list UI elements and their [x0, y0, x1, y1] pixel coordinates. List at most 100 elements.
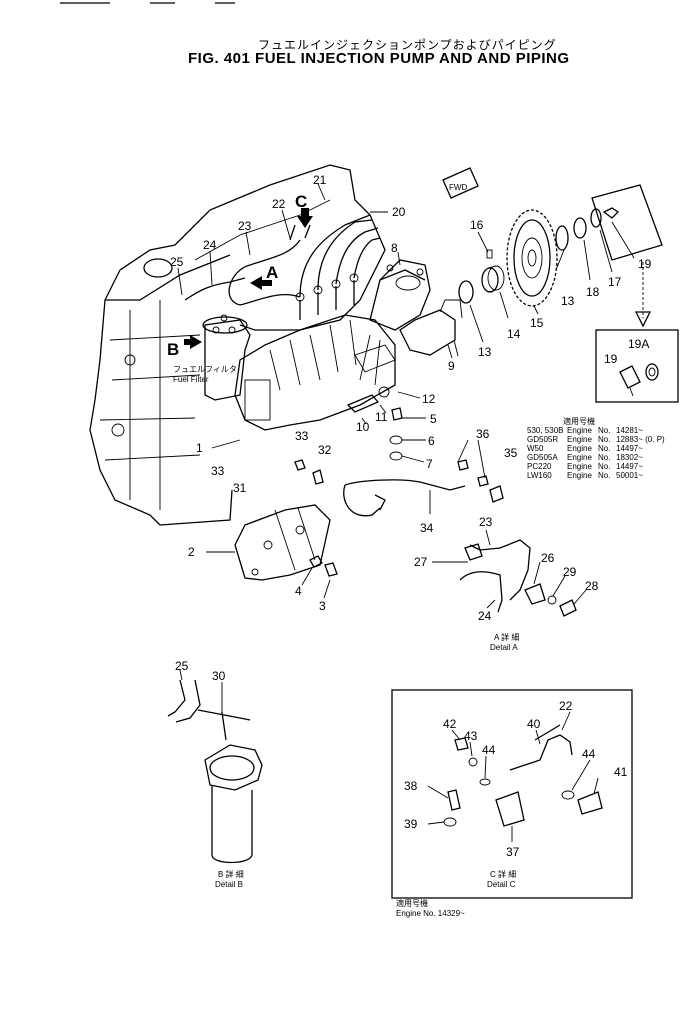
part-5: 5 [430, 412, 437, 426]
serial-number: 18302~ [616, 453, 643, 462]
fuel-filter-label: Fuel Filter [173, 375, 209, 384]
serial-table-heading: 適用号機 [563, 416, 595, 426]
part-number-labels: 20 21 22 23 24 25 8 16 9 13 14 15 13 18 … [170, 173, 652, 859]
view-arrow-b: B [167, 335, 202, 359]
part-13-a: 13 [478, 345, 492, 359]
serial-engine-label: Engine [567, 462, 592, 471]
detail-c-part-42: 42 [443, 717, 457, 731]
detail-c-part-22: 22 [559, 699, 573, 713]
detail-c-part-44-a: 44 [482, 743, 496, 757]
serial-model: LW160 [527, 471, 552, 480]
serial-row: GD505A Engine No. 18302~ [527, 453, 643, 462]
part-1: 1 [196, 441, 203, 455]
fasteners [294, 386, 504, 503]
serial-engine-label: Engine [567, 444, 592, 453]
part-19-box [591, 184, 663, 328]
part-23: 23 [238, 219, 252, 233]
part-20: 20 [392, 205, 406, 219]
detail-c-part-39: 39 [404, 817, 418, 831]
part-22: 22 [272, 197, 286, 211]
detail-b-part-30: 30 [212, 669, 226, 683]
detail-b-caption-jp: B 詳 細 [218, 869, 244, 879]
part-32: 32 [318, 443, 332, 457]
detail-c-part-41: 41 [614, 765, 628, 779]
serial-no-label: No. [598, 471, 610, 480]
serial-number: 14281~ [616, 426, 643, 435]
part-24: 24 [203, 238, 217, 252]
serial-model: W50 [527, 444, 544, 453]
part-19: 19 [638, 257, 652, 271]
detail-a-part-23: 23 [479, 515, 493, 529]
serial-no-label: No. [598, 426, 610, 435]
part-14: 14 [507, 327, 521, 341]
part-4: 4 [295, 584, 302, 598]
part-11: 11 [375, 410, 388, 424]
detail-a-caption: Detail A [490, 643, 518, 652]
part-6: 6 [428, 434, 435, 448]
detail-a-caption-jp: A 詳 細 [494, 632, 519, 642]
view-a-label: A [266, 263, 278, 282]
part-21: 21 [313, 173, 327, 187]
detail-b-filter [167, 679, 263, 864]
detail-a-part-24: 24 [478, 609, 492, 623]
air-compressor [359, 259, 463, 386]
serial-row: GD505R Engine No. 12883~ (0. P) [527, 435, 665, 444]
serial-model: GD505R [527, 435, 558, 444]
detail-19-box [595, 329, 679, 403]
part-15: 15 [530, 316, 544, 330]
serial-row: PC220 Engine No. 14497~ [527, 462, 643, 471]
detail-b-part-25: 25 [175, 659, 189, 673]
detail-b-caption: Detail B [215, 880, 243, 889]
serial-model: 530, 530B [527, 426, 563, 435]
serial-number: 50001~ [616, 471, 643, 480]
fuel-filter-label-jp: フュエルフィルタ [173, 365, 237, 374]
serial-no-label: No. [598, 453, 610, 462]
detail-c-applicability-heading: 適用号機 [396, 898, 428, 908]
part-31: 31 [233, 481, 247, 495]
view-arrow-a: A [250, 263, 278, 290]
serial-number: 14497~ [616, 462, 643, 471]
part-12: 12 [422, 392, 436, 406]
detail-c-part-40: 40 [527, 717, 541, 731]
part-19A: 19A [628, 337, 649, 351]
part-16: 16 [470, 218, 484, 232]
injection-pipes [184, 214, 381, 306]
detail-a-parts [459, 539, 577, 617]
forward-direction-indicator: FWD [442, 167, 479, 199]
part-35: 35 [504, 446, 518, 460]
serial-engine-label: Engine [567, 471, 592, 480]
detail-a-part-27: 27 [414, 555, 428, 569]
detail-c-box [391, 689, 633, 899]
serial-engine-label: Engine [567, 453, 592, 462]
detail-c-part-44-b: 44 [582, 747, 596, 761]
part-9: 9 [448, 359, 455, 373]
detail-a-part-28: 28 [585, 579, 599, 593]
part-19-detail: 19 [604, 352, 618, 366]
view-c-label: C [295, 192, 307, 211]
shaft-bearings [458, 207, 620, 304]
part-2: 2 [188, 545, 195, 559]
drive-gear [506, 209, 558, 307]
part-8: 8 [391, 241, 398, 255]
detail-c-caption-jp: C 詳 細 [490, 869, 516, 879]
serial-engine-label: Engine [567, 435, 592, 444]
detail-c-applicability: Engine No. 14329~ [396, 909, 465, 918]
serial-model: PC220 [527, 462, 552, 471]
serial-model: GD505A [527, 453, 558, 462]
serial-number: 12883~ (0. P) [616, 435, 665, 444]
part-36: 36 [476, 427, 490, 441]
view-b-label: B [167, 340, 179, 359]
figure-title: FIG. 401 FUEL INJECTION PUMP AND AND PIP… [188, 50, 570, 67]
view-arrow-c: C [295, 192, 313, 228]
part-3: 3 [319, 599, 326, 613]
injection-pump [234, 273, 396, 431]
detail-c-caption: Detail C [487, 880, 516, 889]
part-17: 17 [608, 275, 622, 289]
fuel-pipe-34 [343, 479, 466, 517]
detail-c-part-38: 38 [404, 779, 418, 793]
detail-c-part-37: 37 [506, 845, 520, 859]
detail-a-part-26: 26 [541, 551, 555, 565]
serial-row: 530, 530B Engine No. 14281~ [527, 426, 643, 435]
part-7: 7 [426, 457, 433, 471]
